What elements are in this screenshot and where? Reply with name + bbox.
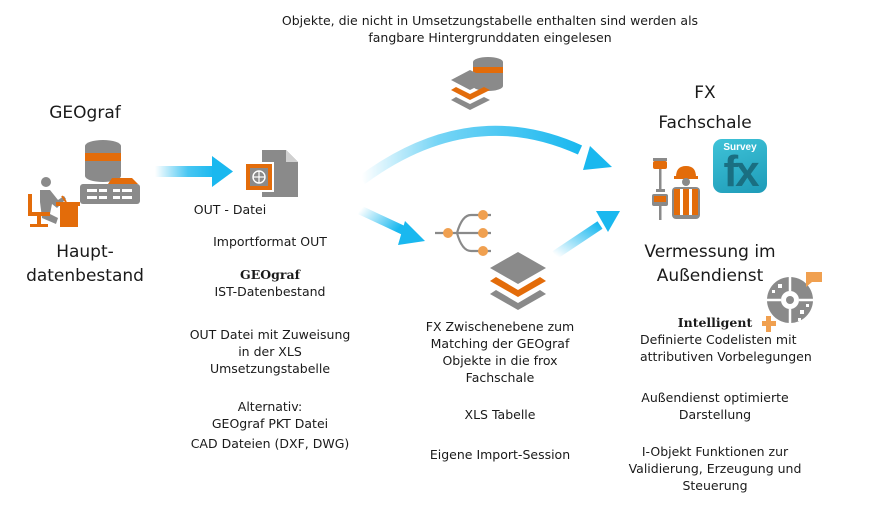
zwischenebene-line4: Fachschale — [465, 370, 535, 385]
codelisten-line1: Definierte Codelisten mit — [640, 332, 797, 347]
vermessung-label: Vermessung im Außendienst — [630, 240, 790, 288]
arrow-to-zwischenebene — [358, 205, 425, 245]
out-mapping-line2: in der XLS — [238, 344, 302, 359]
zwischenebene-line3: Objekte in die frox — [442, 353, 558, 368]
fx-title-line1: FX — [694, 83, 716, 103]
arrow-geograf-to-out — [155, 156, 233, 187]
intelligent-bold-label: Intelligent — [677, 315, 753, 330]
fx-title-line2: Fachschale — [658, 113, 752, 133]
arrow-arc-to-fachschale — [359, 125, 612, 185]
ist-datenbestand-label: IST-Datenbestand — [214, 284, 326, 299]
out-mapping-block: OUT Datei mit Zuweisung in der XLS Umset… — [180, 326, 360, 377]
hauptdatenbestand-label: Haupt- datenbestand — [20, 240, 150, 288]
pkt-label: GEOgraf PKT Datei — [211, 416, 329, 431]
darstellung-line1: Außendienst optimierte — [641, 390, 789, 405]
intelligent-block: Intelligent Definierte Codelisten mit at… — [640, 314, 812, 365]
arrow-zwischenebene-to-fachschale — [552, 211, 620, 259]
geograf-bold-label: GEOgraf — [240, 267, 300, 282]
import-session-label: Eigene Import-Session — [429, 447, 571, 462]
fx-glyph: fx — [723, 147, 759, 193]
out-mapping-line3: Umsetzungstabelle — [209, 361, 331, 376]
darstellung-block: Außendienst optimierte Darstellung — [630, 389, 800, 423]
surveyor-icon — [652, 158, 700, 220]
ist-datenbestand-block: GEOgraf IST-Datenbestand — [190, 266, 350, 300]
out-mapping-line1: OUT Datei mit Zuweisung — [189, 327, 351, 342]
vermessung-line1: Vermessung im — [644, 242, 776, 262]
mapping-tree-icon — [435, 210, 491, 256]
intelligent-codelist-icon — [762, 272, 822, 332]
iobjekt-block: I-Objekt Funktionen zur Validierung, Erz… — [620, 443, 810, 494]
zwischenebene-line2: Matching der GEOgraf — [430, 336, 570, 351]
out-file-icon — [244, 150, 298, 197]
cad-label: CAD Dateien (DXF, DWG) — [190, 436, 350, 451]
layers-database-icon — [451, 57, 503, 110]
layers-icon — [490, 252, 546, 310]
survey-fx-app-badge: Survey fx — [713, 139, 767, 193]
hauptdatenbestand-line1: Haupt- — [56, 242, 114, 262]
background-data-note-line1: Objekte, die nicht in Umsetzungstabelle … — [281, 13, 699, 28]
iobjekt-line1: I-Objekt Funktionen zur — [641, 444, 789, 459]
geograf-title: GEOgraf — [49, 103, 121, 123]
zwischenebene-line1: FX Zwischenebene zum — [425, 319, 575, 334]
survey-badge-label: Survey — [723, 142, 757, 153]
geograf-workstation-icon — [28, 140, 140, 227]
darstellung-line2: Darstellung — [678, 407, 752, 422]
xls-tabelle-label: XLS Tabelle — [464, 407, 536, 422]
importformat-label: Importformat OUT — [213, 234, 327, 249]
iobjekt-line3: Steuerung — [682, 478, 748, 493]
codelisten-line2: attributiven Vorbelegungen — [640, 349, 812, 364]
zwischenebene-block: FX Zwischenebene zum Matching der GEOgra… — [410, 318, 590, 386]
vermessung-line2: Außendienst — [656, 266, 764, 286]
out-file-label: OUT - Datei — [193, 202, 267, 217]
background-data-note: Objekte, die nicht in Umsetzungstabelle … — [270, 12, 710, 46]
alternativ-label: Alternativ: — [237, 399, 303, 414]
iobjekt-line2: Validierung, Erzeugung und — [628, 461, 802, 476]
fx-fachschale-title: FX Fachschale — [650, 81, 760, 135]
background-data-note-line2: fangbare Hintergrunddaten eingelesen — [368, 30, 612, 45]
hauptdatenbestand-line2: datenbestand — [26, 266, 144, 286]
alternativ-block: Alternativ: GEOgraf PKT Datei CAD Dateie… — [180, 398, 360, 452]
